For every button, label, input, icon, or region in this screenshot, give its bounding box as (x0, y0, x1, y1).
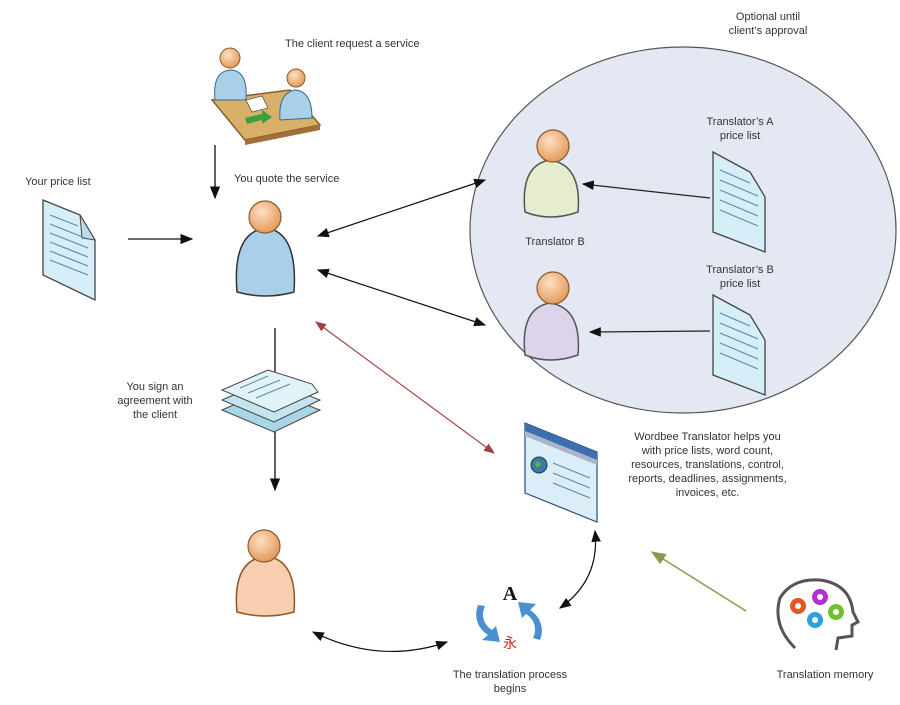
translation-memory-brain-icon (776, 578, 861, 651)
client-meeting-icon (210, 47, 322, 145)
label-translation-process: The translation process begins (452, 669, 568, 695)
arrow-process-wordbee (559, 529, 601, 609)
arrow-you-translator-a (316, 178, 487, 238)
you-person-icon (235, 200, 296, 297)
agreement-documents-icon (220, 369, 322, 433)
label-translation-memory: Translation memory (776, 669, 874, 681)
label-quote-service: You quote the service (234, 173, 340, 185)
translator-b-top-person-icon (523, 129, 580, 218)
wordbee-browser-icon (524, 422, 598, 523)
translation-glyph-kanji: 永 (503, 635, 517, 651)
translator-person-icon (235, 529, 296, 617)
label-your-price-list: Your price list (25, 176, 91, 188)
label-translator-b-price-list: Translator’s B price list (706, 264, 774, 290)
your-price-list-doc-icon (42, 199, 96, 302)
arrow-you-wordbee (315, 321, 495, 454)
translation-process-icon (476, 602, 542, 642)
label-wordbee-description: Wordbee Translator helps you with price … (628, 431, 787, 499)
translator-a-price-list-doc-icon (712, 150, 766, 253)
arrow-price-list-b (588, 327, 711, 337)
translator-b-person-icon (523, 271, 580, 361)
label-translator-b: Translator B (525, 236, 585, 248)
arrow-you-translator-b (316, 268, 487, 327)
label-optional-approval: Optional until client’s approval (728, 11, 808, 37)
arrow-price-list-a (581, 180, 711, 199)
label-translator-a-price-list: Translator’s A price list (706, 116, 774, 142)
arrow-memory-wordbee (650, 551, 747, 612)
label-sign-agreement: You sign an agreement with the client (117, 381, 193, 421)
translation-glyph-a: A (503, 583, 518, 605)
arrow-translator-process (311, 631, 449, 653)
translator-b-price-list-doc-icon (712, 293, 766, 396)
label-client-request: The client request a service (285, 38, 420, 50)
